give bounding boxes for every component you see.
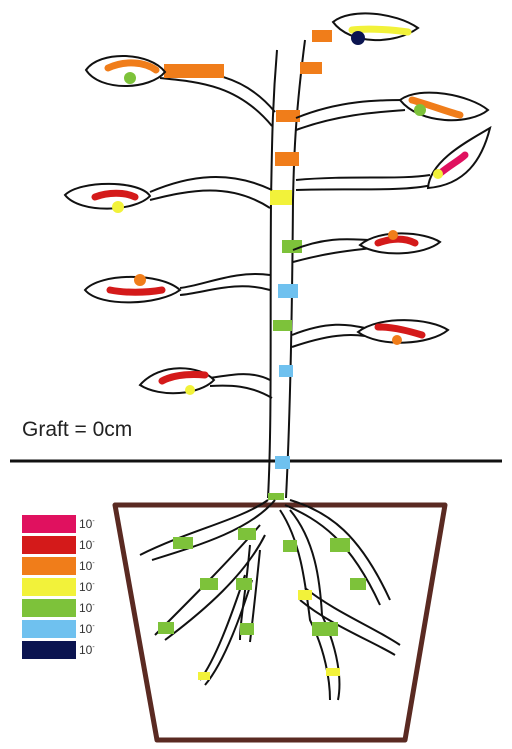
leaf-top-left bbox=[86, 56, 165, 86]
legend-row: 10- bbox=[22, 599, 102, 617]
legend-label-base: 10 bbox=[79, 643, 92, 657]
legend-row: 10- bbox=[22, 515, 102, 533]
legend-label: 10- bbox=[79, 538, 95, 552]
leaf-right-mid bbox=[428, 128, 490, 188]
stem-bands bbox=[268, 30, 332, 500]
legend-label-base: 10 bbox=[79, 601, 92, 615]
legend-row: 10- bbox=[22, 578, 102, 596]
legend-swatch bbox=[22, 557, 76, 575]
leaf-top bbox=[333, 13, 418, 45]
legend-label-exponent: - bbox=[92, 539, 94, 546]
legend-label: 10- bbox=[79, 559, 95, 573]
legend-swatch bbox=[22, 641, 76, 659]
legend-swatch bbox=[22, 515, 76, 533]
legend-label-base: 10 bbox=[79, 517, 92, 531]
legend-label-exponent: - bbox=[92, 581, 94, 588]
legend-label-exponent: - bbox=[92, 518, 94, 525]
leaf-right-bottom bbox=[358, 320, 448, 345]
legend-swatch bbox=[22, 536, 76, 554]
legend-label-exponent: - bbox=[92, 623, 94, 630]
branch-band bbox=[164, 64, 224, 78]
legend-label-base: 10 bbox=[79, 622, 92, 636]
legend-label: 10- bbox=[79, 643, 95, 657]
legend-label-exponent: - bbox=[92, 644, 94, 651]
leaf-right-upper bbox=[400, 93, 488, 121]
legend-label: 10- bbox=[79, 517, 95, 531]
legend-label-base: 10 bbox=[79, 538, 92, 552]
legend-label-exponent: - bbox=[92, 602, 94, 609]
legend-swatch bbox=[22, 620, 76, 638]
main-stem bbox=[268, 40, 305, 498]
leaf-right-lower bbox=[360, 230, 440, 253]
legend-row: 10- bbox=[22, 557, 102, 575]
legend-swatch bbox=[22, 599, 76, 617]
legend-row: 10- bbox=[22, 536, 102, 554]
roots bbox=[140, 500, 400, 700]
leaf-left-bottom bbox=[140, 368, 214, 395]
legend-label-base: 10 bbox=[79, 559, 92, 573]
color-legend: 10-10-10-10-10-10-10- bbox=[22, 515, 102, 662]
legend-swatch bbox=[22, 578, 76, 596]
legend-label-base: 10 bbox=[79, 580, 92, 594]
root-bands bbox=[158, 528, 366, 680]
legend-label: 10- bbox=[79, 580, 95, 594]
legend-row: 10- bbox=[22, 620, 102, 638]
graft-label: Graft = 0cm bbox=[22, 418, 132, 442]
legend-label: 10- bbox=[79, 622, 95, 636]
leaf-left-mid bbox=[85, 274, 180, 302]
legend-label: 10- bbox=[79, 601, 95, 615]
legend-row: 10- bbox=[22, 641, 102, 659]
legend-label-exponent: - bbox=[92, 560, 94, 567]
leaf-left-upper bbox=[65, 184, 150, 213]
